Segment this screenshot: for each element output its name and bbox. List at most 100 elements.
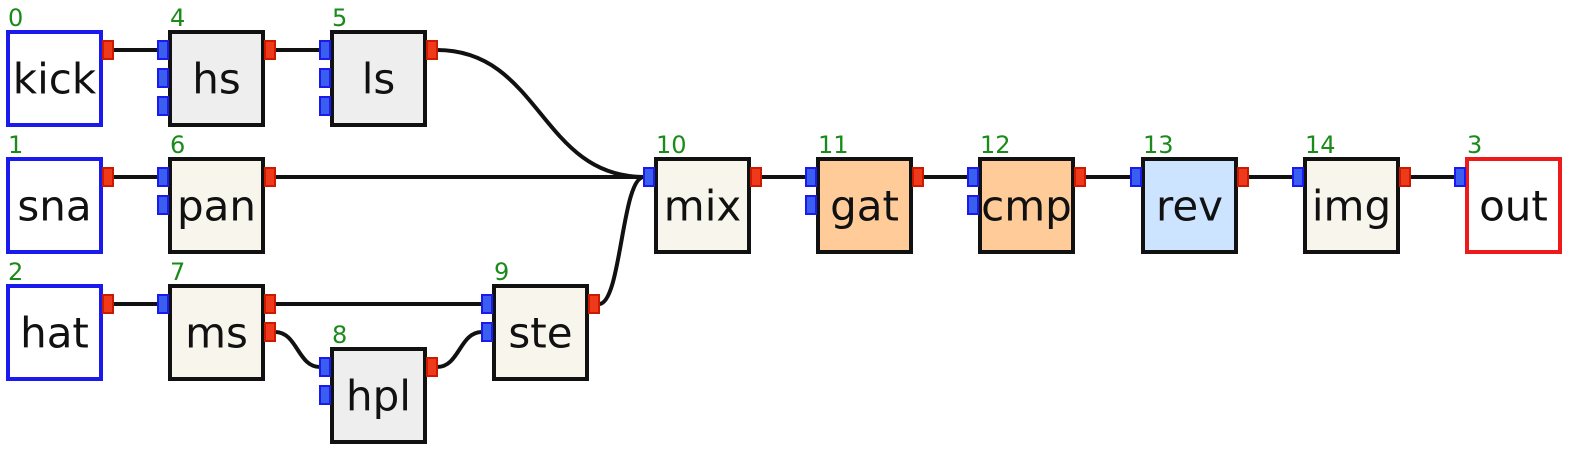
node-gat[interactable]: gat 11 — [805, 131, 924, 254]
node-id-label: 5 — [332, 4, 347, 32]
output-port[interactable] — [264, 294, 276, 314]
node-hs[interactable]: hs4 — [157, 4, 276, 127]
node-id-label: 12 — [980, 131, 1011, 159]
node-box-pan — [168, 157, 265, 254]
node-box-hs — [168, 30, 265, 127]
node-label: gat — [830, 182, 899, 231]
node-box-cmp — [978, 157, 1075, 254]
node-id-label: 14 — [1305, 131, 1336, 159]
node-label: hpl — [346, 372, 411, 421]
output-port[interactable] — [426, 40, 438, 60]
wire-5-to-10 — [436, 48, 645, 179]
input-port[interactable] — [319, 357, 331, 377]
node-id-label: 10 — [656, 131, 687, 159]
input-port[interactable] — [157, 68, 169, 88]
output-port[interactable] — [1399, 167, 1411, 187]
input-port[interactable] — [1454, 167, 1466, 187]
wire-8-to-9 — [436, 330, 483, 369]
node-box-out — [1465, 157, 1562, 254]
output-port[interactable] — [264, 167, 276, 187]
node-label: ms — [185, 309, 248, 358]
input-port[interactable] — [967, 167, 979, 187]
node-label: out — [1479, 182, 1548, 231]
node-id-label: 13 — [1143, 131, 1174, 159]
input-port[interactable] — [319, 40, 331, 60]
node-box-img — [1303, 157, 1400, 254]
node-box-sna — [6, 157, 103, 254]
node-label: kick — [13, 55, 97, 104]
input-port[interactable] — [157, 40, 169, 60]
node-label: ste — [508, 309, 572, 358]
input-port[interactable] — [967, 195, 979, 215]
node-img[interactable]: img 14 — [1292, 131, 1411, 254]
input-port[interactable] — [805, 195, 817, 215]
output-port[interactable] — [1074, 167, 1086, 187]
output-port[interactable] — [102, 294, 114, 314]
node-label: mix — [664, 182, 741, 231]
node-label: hs — [192, 55, 241, 104]
node-box-ms — [168, 284, 265, 381]
node-mix[interactable]: mix 10 — [643, 131, 762, 254]
wire-9-to-10 — [598, 175, 645, 306]
node-pan[interactable]: pan 6 — [157, 131, 276, 254]
output-port[interactable] — [102, 40, 114, 60]
node-id-label: 3 — [1467, 131, 1482, 159]
input-port[interactable] — [319, 68, 331, 88]
input-port[interactable] — [805, 167, 817, 187]
wire-7-to-8 — [274, 330, 321, 369]
node-ste[interactable]: ste 9 — [481, 258, 600, 381]
node-rev[interactable]: rev 13 — [1130, 131, 1249, 254]
input-port[interactable] — [319, 385, 331, 405]
node-ms[interactable]: ms7 — [157, 258, 276, 381]
node-id-label: 7 — [170, 258, 185, 286]
input-port[interactable] — [481, 322, 493, 342]
node-kick[interactable]: kick 0 — [6, 4, 114, 127]
output-port[interactable] — [588, 294, 600, 314]
input-port[interactable] — [157, 167, 169, 187]
node-label: sna — [17, 182, 91, 231]
node-ls[interactable]: ls 5 — [319, 4, 438, 127]
input-port[interactable] — [1292, 167, 1304, 187]
output-port[interactable] — [264, 322, 276, 342]
input-port[interactable] — [1130, 167, 1142, 187]
node-id-label: 6 — [170, 131, 185, 159]
input-port[interactable] — [643, 167, 655, 187]
output-port[interactable] — [1237, 167, 1249, 187]
node-box-ls — [330, 30, 427, 127]
node-label: rev — [1156, 182, 1223, 231]
node-label: pan — [177, 182, 256, 231]
output-port[interactable] — [750, 167, 762, 187]
input-port[interactable] — [157, 195, 169, 215]
input-port[interactable] — [157, 96, 169, 116]
node-id-label: 2 — [8, 258, 23, 286]
node-box-ste — [492, 284, 589, 381]
node-box-rev — [1141, 157, 1238, 254]
node-id-label: 11 — [818, 131, 849, 159]
node-cmp[interactable]: cmp 12 — [967, 131, 1086, 254]
node-label: cmp — [981, 182, 1072, 231]
node-box-gat — [816, 157, 913, 254]
node-out[interactable]: out 3 — [1454, 131, 1562, 254]
node-id-label: 9 — [494, 258, 509, 286]
input-port[interactable] — [319, 96, 331, 116]
output-port[interactable] — [912, 167, 924, 187]
node-id-label: 0 — [8, 4, 23, 32]
connection-layer — [113, 48, 1455, 369]
input-port[interactable] — [157, 294, 169, 314]
output-port[interactable] — [264, 40, 276, 60]
node-id-label: 4 — [170, 4, 185, 32]
node-label: img — [1312, 182, 1391, 231]
input-port[interactable] — [481, 294, 493, 314]
output-port[interactable] — [426, 357, 438, 377]
node-box-mix — [654, 157, 751, 254]
node-label: ls — [362, 55, 396, 104]
node-box-hpl — [330, 347, 427, 444]
node-box-kick — [6, 30, 103, 127]
output-port[interactable] — [102, 167, 114, 187]
node-box-hat — [6, 284, 103, 381]
